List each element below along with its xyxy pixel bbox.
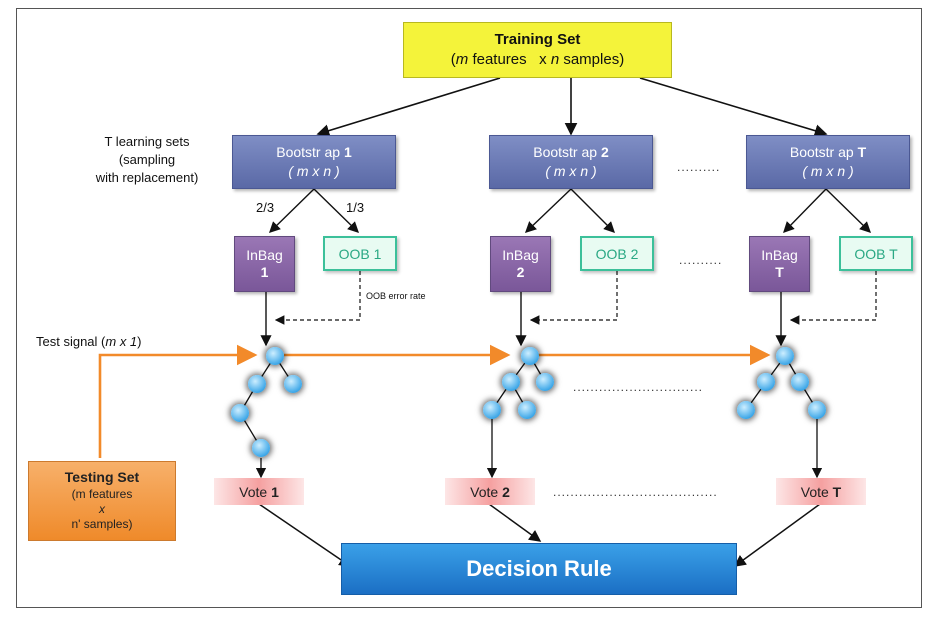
- tree-1-root-node: [266, 347, 284, 365]
- tree-2-node: [536, 373, 554, 391]
- split-label-right: 1/3: [346, 200, 365, 215]
- vote-box-t: Vote T: [776, 478, 866, 505]
- tree-t-node: [791, 373, 809, 391]
- inbag-index: T: [775, 264, 784, 280]
- ellipsis-trees: ..............................: [573, 380, 704, 394]
- bootstrap-box-2: Bootstr ap 2 ( m x n ): [489, 135, 653, 189]
- tree-1-node: [248, 375, 266, 393]
- learning-sets-label: T learning sets (sampling with replaceme…: [72, 133, 222, 187]
- inbag-label: InBag: [246, 247, 283, 263]
- inbag-label: InBag: [502, 247, 539, 263]
- tree-t-leaf-node: [808, 401, 826, 419]
- training-set-title: Training Set: [494, 31, 581, 48]
- training-set-n: n: [550, 51, 560, 68]
- test-signal-dims: m x 1: [105, 334, 138, 349]
- vote-label: Vote: [800, 483, 829, 500]
- bootstrap-box-t: Bootstr ap T ( m x n ): [746, 135, 910, 189]
- bootstrap-label: Bootstr ap: [533, 144, 598, 160]
- training-set-subtitle: (m features x n samples): [450, 51, 625, 68]
- tree-2-node: [502, 373, 520, 391]
- vote-label: Vote: [470, 483, 499, 500]
- tree-1-node: [284, 375, 302, 393]
- learning-sets-title: T learning sets: [104, 134, 190, 149]
- tree-2-root-node: [521, 347, 539, 365]
- inbag-box-t: InBag T: [749, 236, 810, 292]
- ellipsis-votes: ......................................: [553, 485, 718, 499]
- training-set-samples: samples): [559, 51, 625, 68]
- test-signal-close: ): [137, 334, 142, 349]
- test-signal-label: Test signal (m x 1): [36, 334, 142, 349]
- inbag-index: 2: [516, 264, 525, 280]
- training-set-box: Training Set (m features x n samples): [403, 22, 672, 78]
- learning-sets-line2: (sampling: [118, 152, 176, 167]
- tree-1-leaf-node: [252, 439, 270, 457]
- oob-error-rate-label: OOB error rate: [366, 291, 426, 301]
- tree-2-node: [518, 401, 536, 419]
- bootstrap-label: Bootstr ap: [276, 144, 341, 160]
- test-signal-text: Test signal (: [36, 334, 106, 349]
- tree-t-node: [757, 373, 775, 391]
- testing-set-line2: x: [99, 502, 105, 516]
- inbag-index: 1: [260, 264, 269, 280]
- tree-1-node: [231, 404, 249, 422]
- bootstrap-dims: ( m x n ): [288, 163, 340, 179]
- bootstrap-index: 2: [600, 144, 609, 160]
- training-set-features: features x: [468, 51, 551, 68]
- tree-2-leaf-node: [483, 401, 501, 419]
- inbag-label: InBag: [761, 247, 798, 263]
- decision-rule-box: Decision Rule: [341, 543, 737, 595]
- vote-index: 2: [502, 483, 510, 500]
- oob-box-1: OOB 1: [323, 236, 397, 271]
- vote-box-1: Vote 1: [214, 478, 304, 505]
- training-set-m: m: [455, 51, 469, 68]
- bootstrap-box-1: Bootstr ap 1 ( m x n ): [232, 135, 396, 189]
- vote-index: T: [832, 483, 842, 500]
- inbag-box-1: InBag 1: [234, 236, 295, 292]
- testing-set-line3: n' samples): [71, 517, 133, 531]
- testing-set-line1: (m features: [71, 487, 133, 501]
- tree-t-node: [737, 401, 755, 419]
- bootstrap-dims: ( m x n ): [802, 163, 854, 179]
- oob-box-2: OOB 2: [580, 236, 654, 271]
- split-label-left: 2/3: [256, 200, 275, 215]
- testing-set-box: Testing Set (m features x n' samples): [28, 461, 176, 541]
- ellipsis-oob: ..........: [679, 253, 723, 267]
- learning-sets-line3: with replacement): [95, 170, 199, 185]
- inbag-box-2: InBag 2: [490, 236, 551, 292]
- ellipsis-bootstraps: ..........: [677, 160, 721, 174]
- bootstrap-index: T: [857, 144, 867, 160]
- testing-set-title: Testing Set: [64, 469, 140, 485]
- vote-index: 1: [271, 483, 279, 500]
- vote-box-2: Vote 2: [445, 478, 535, 505]
- bootstrap-label: Bootstr ap: [789, 144, 854, 160]
- vote-label: Vote: [239, 483, 268, 500]
- oob-box-t: OOB T: [839, 236, 913, 271]
- bootstrap-dims: ( m x n ): [545, 163, 597, 179]
- tree-t-root-node: [776, 347, 794, 365]
- bootstrap-index: 1: [343, 144, 352, 160]
